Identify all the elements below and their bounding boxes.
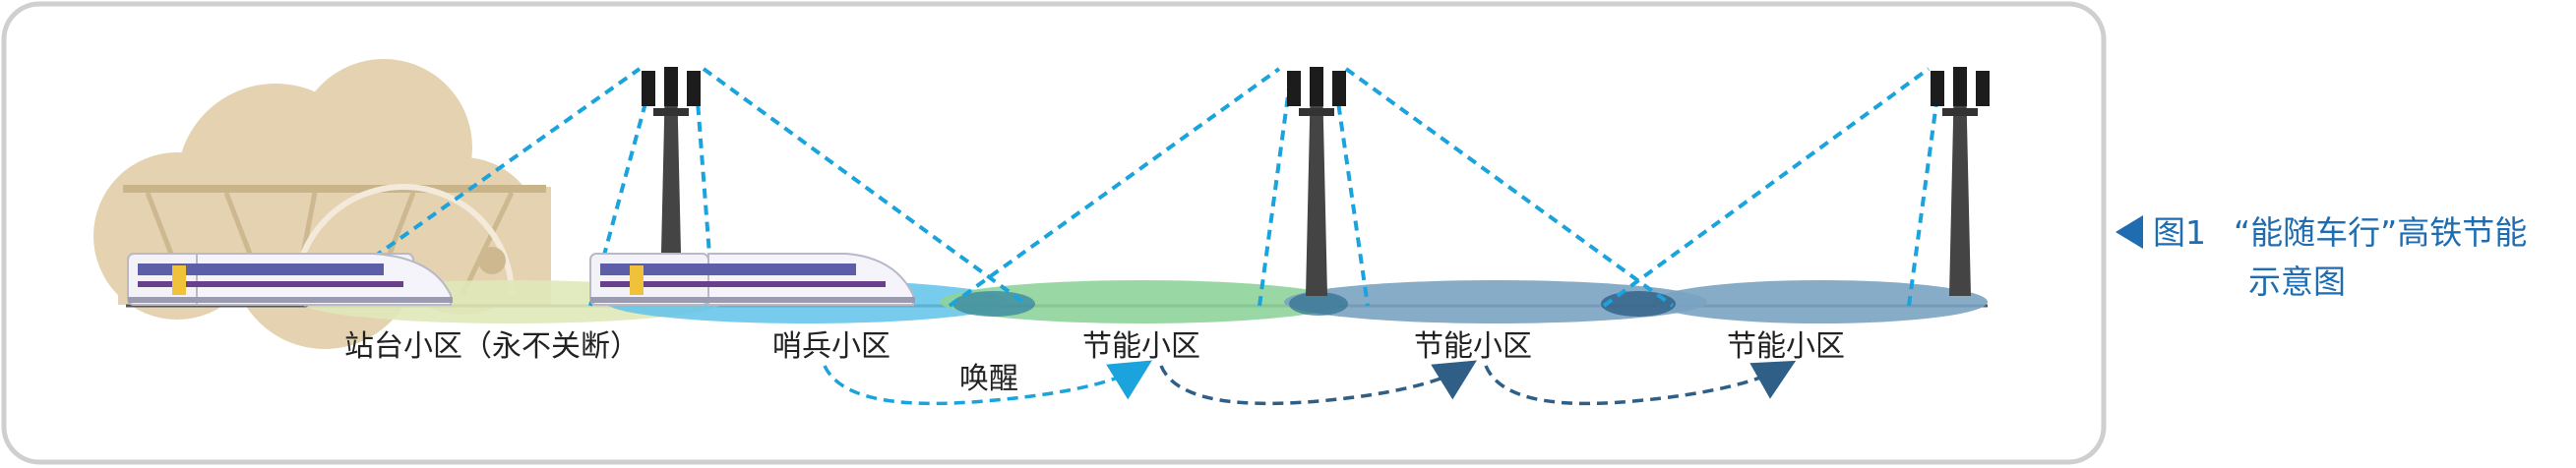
energy-cell-coverage-1: [940, 280, 1343, 323]
cell-tower-icon: [642, 67, 701, 296]
handover-arrow-2: [1484, 360, 1797, 406]
energy-cell-label-3: 节能小区: [1727, 329, 1845, 364]
sentinel-cell-label: 哨兵小区: [772, 329, 890, 364]
cell-tower-icon: [1287, 67, 1346, 296]
figure-number: 图1: [2153, 213, 2206, 252]
caption-title-line1: “能随车行”高铁节能: [2234, 213, 2528, 252]
energy-cell-label-2: 节能小区: [1414, 329, 1532, 364]
caption-title-line2: 示意图: [2248, 263, 2346, 301]
energy-cell-coverage-3: [1653, 280, 1988, 323]
energy-cell-coverage-2: [1284, 280, 1707, 323]
high-speed-train-icon: [127, 253, 453, 306]
triangle-left-icon: [2116, 215, 2143, 249]
wake-label: 唤醒: [959, 362, 1018, 396]
overlap-2: [1289, 292, 1348, 316]
diagram-frame: [1, 1, 2107, 465]
figure-caption: 图1 “能随车行”高铁节能 示意图: [2116, 208, 2568, 307]
cell-tower-icon: [1931, 67, 1990, 296]
platform-cell-label: 站台小区（永不关断）: [344, 329, 640, 364]
energy-cell-label-1: 节能小区: [1082, 329, 1200, 364]
high-speed-train-icon: [589, 253, 915, 306]
overlap-3: [1601, 291, 1676, 317]
handover-arrow-1: [1159, 360, 1477, 406]
